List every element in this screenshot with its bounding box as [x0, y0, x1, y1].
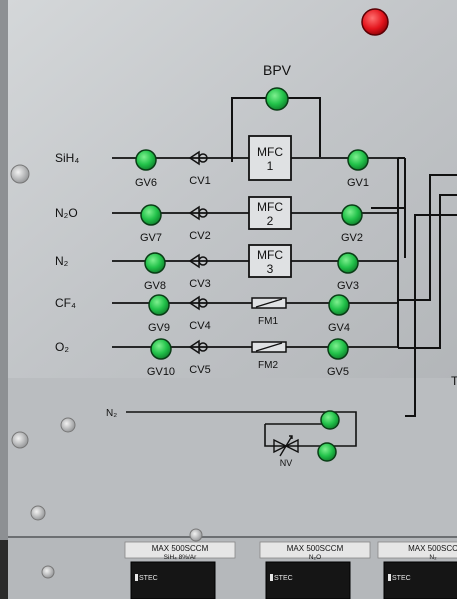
mfc-label: MFC	[257, 248, 283, 262]
inlet-valve-button[interactable]	[140, 204, 162, 226]
bpv-valve-button[interactable]	[265, 87, 289, 111]
lower-panel	[8, 378, 457, 536]
outlet-valve-label: GV4	[328, 322, 350, 334]
outlet-valve-button[interactable]	[347, 149, 369, 171]
check-valve-label: CV1	[189, 175, 210, 187]
meter-gas-label: SiH₄ 8%/Ar	[164, 554, 197, 561]
brand-logo-icon	[270, 574, 273, 581]
outlet-valve-button[interactable]	[327, 338, 349, 360]
outlet-valve-label: GV3	[337, 280, 359, 292]
screw-icon	[11, 431, 29, 449]
gas-label: O₂	[55, 340, 69, 354]
screw-icon	[30, 505, 46, 521]
check-valve-label: CV4	[189, 320, 210, 332]
screw-icon	[10, 164, 30, 184]
meter-max-label: MAX 500SCC	[408, 544, 457, 553]
outlet-valve-label: GV5	[327, 366, 349, 378]
mfc-number: 2	[267, 214, 274, 228]
left-frame	[0, 0, 8, 540]
needle-valve-label: NV	[280, 458, 293, 468]
inlet-valve-label: GV9	[148, 322, 170, 334]
inlet-valve-button[interactable]	[144, 252, 166, 274]
needle-valve-icon	[273, 435, 299, 457]
gas-label: SiH₄	[55, 151, 79, 165]
n2-upper-valve-button[interactable]	[320, 410, 340, 430]
n2-lower-valve-button[interactable]	[317, 442, 337, 462]
check-valve-label: CV5	[189, 364, 210, 376]
screw-icon	[60, 417, 76, 433]
meter-gas-label: N₂O	[309, 554, 321, 561]
meter-brand-label: STEC	[139, 575, 158, 582]
mfc-label: MFC	[257, 145, 283, 159]
mfc-label: MFC	[257, 200, 283, 214]
inlet-valve-button[interactable]	[135, 149, 157, 171]
inlet-valve-label: GV6	[135, 177, 157, 189]
n2-line-gas-label: N₂	[106, 408, 117, 419]
inlet-valve-label: GV8	[144, 280, 166, 292]
outlet-valve-button[interactable]	[341, 204, 363, 226]
meter-gas-label: N₂	[429, 554, 437, 561]
outlet-valve-button[interactable]	[328, 294, 350, 316]
mfc-number: 1	[267, 159, 274, 173]
indicator-lamp-icon	[361, 8, 389, 36]
brand-logo-icon	[388, 574, 391, 581]
brand-logo-icon	[135, 574, 138, 581]
inlet-valve-label: GV10	[147, 366, 175, 378]
gas-label: N₂	[55, 254, 69, 268]
inlet-valve-label: GV7	[140, 232, 162, 244]
edge-label: T	[451, 374, 457, 388]
mfc-box	[248, 244, 292, 278]
inlet-valve-button[interactable]	[148, 294, 170, 316]
main-panel	[8, 0, 457, 378]
mfc-box	[248, 196, 292, 230]
screw-icon	[41, 565, 55, 579]
mfc-number: 3	[267, 262, 274, 276]
flow-meter-label: FM2	[258, 360, 278, 371]
check-valve-label: CV3	[189, 278, 210, 290]
meter-brand-label: STEC	[392, 575, 411, 582]
mfc-box	[248, 135, 292, 181]
bpv-label: BPV	[263, 62, 292, 78]
meter-max-label: MAX 500SCCM	[287, 544, 344, 553]
meter-brand-label: STEC	[274, 575, 293, 582]
inlet-valve-button[interactable]	[150, 338, 172, 360]
gas-label: CF₄	[55, 296, 76, 310]
flow-meter-label: FM1	[258, 316, 278, 327]
outlet-valve-label: GV2	[341, 232, 363, 244]
gas-label: N₂O	[55, 206, 78, 220]
check-valve-label: CV2	[189, 230, 210, 242]
meter-max-label: MAX 500SCCM	[152, 544, 209, 553]
screw-icon	[189, 528, 203, 542]
outlet-valve-button[interactable]	[337, 252, 359, 274]
outlet-valve-label: GV1	[347, 177, 369, 189]
